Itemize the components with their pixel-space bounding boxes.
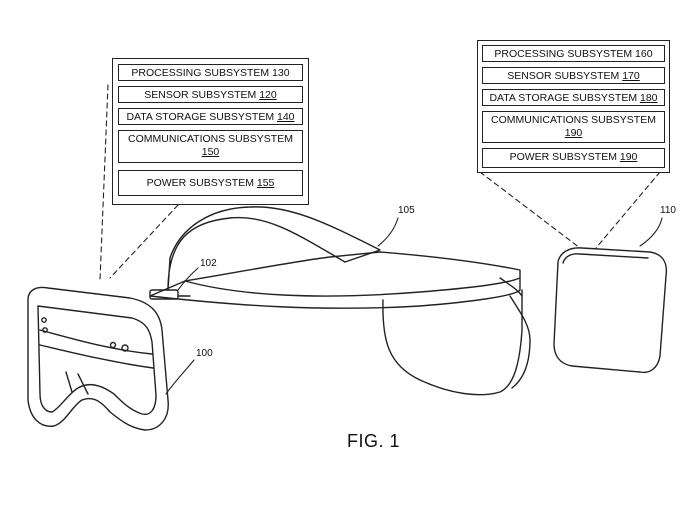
left-sensor-row: SENSOR SUBSYSTEM 120 [118, 86, 303, 103]
ref-headband-105: 105 [398, 205, 415, 216]
rear-cushion [382, 289, 523, 396]
figure-caption: FIG. 1 [347, 431, 401, 451]
button-102 [149, 289, 179, 300]
left-storage-num: 140 [277, 111, 295, 123]
right-comms-row: COMMUNICATIONS SUBSYSTEM 190 [482, 111, 665, 143]
left-storage-text: DATA STORAGE SUBSYSTEM [126, 111, 277, 123]
right-comms-text: COMMUNICATIONS SUBSYSTEM [491, 114, 656, 126]
right-sensor-text: SENSOR SUBSYSTEM [507, 70, 623, 82]
left-power-num: 155 [256, 177, 275, 189]
left-comms-row: COMMUNICATIONS SUBSYSTEM 150 [118, 130, 303, 163]
right-processing-row: PROCESSING SUBSYSTEM 160 [482, 45, 665, 62]
headband-top [167, 206, 381, 291]
left-sensor-num: 120 [259, 89, 277, 101]
right-storage-text: DATA STORAGE SUBSYSTEM [489, 92, 640, 104]
left-processing-text: PROCESSING SUBSYSTEM 130 [131, 67, 290, 79]
right-subsystem-panel: PROCESSING SUBSYSTEM 160 SENSOR SUBSYSTE… [477, 40, 670, 173]
left-storage-row: DATA STORAGE SUBSYSTEM 140 [118, 108, 303, 125]
left-power-row: POWER SUBSYSTEM 155 [118, 170, 303, 196]
right-storage-num: 180 [640, 92, 658, 104]
left-comms-num: 150 [201, 145, 220, 158]
right-sensor-row: SENSOR SUBSYSTEM 170 [482, 67, 665, 84]
right-comms-num: 190 [564, 126, 583, 139]
visor-outer [27, 286, 169, 431]
right-power-text: POWER SUBSYSTEM [509, 151, 620, 163]
ref-compute-unit-110: 110 [660, 205, 676, 216]
left-power-text: POWER SUBSYSTEM [146, 177, 257, 189]
right-sensor-num: 170 [622, 70, 640, 82]
connector-lines [99, 84, 661, 281]
visor-lens [37, 305, 157, 416]
left-processing-row: PROCESSING SUBSYSTEM 130 [118, 64, 303, 81]
right-processing-text: PROCESSING SUBSYSTEM 160 [494, 48, 653, 60]
left-sensor-text: SENSOR SUBSYSTEM [144, 89, 260, 101]
right-power-num: 190 [619, 151, 638, 163]
ref-visor-100: 100 [196, 348, 213, 359]
left-comms-text: COMMUNICATIONS SUBSYSTEM [128, 133, 293, 145]
compute-unit [553, 247, 668, 374]
left-subsystem-panel: PROCESSING SUBSYSTEM 130 SENSOR SUBSYSTE… [112, 58, 309, 205]
right-power-row: POWER SUBSYSTEM 190 [482, 148, 665, 168]
right-storage-row: DATA STORAGE SUBSYSTEM 180 [482, 89, 665, 106]
headband-strap [149, 251, 521, 309]
ref-button-102: 102 [200, 258, 217, 269]
